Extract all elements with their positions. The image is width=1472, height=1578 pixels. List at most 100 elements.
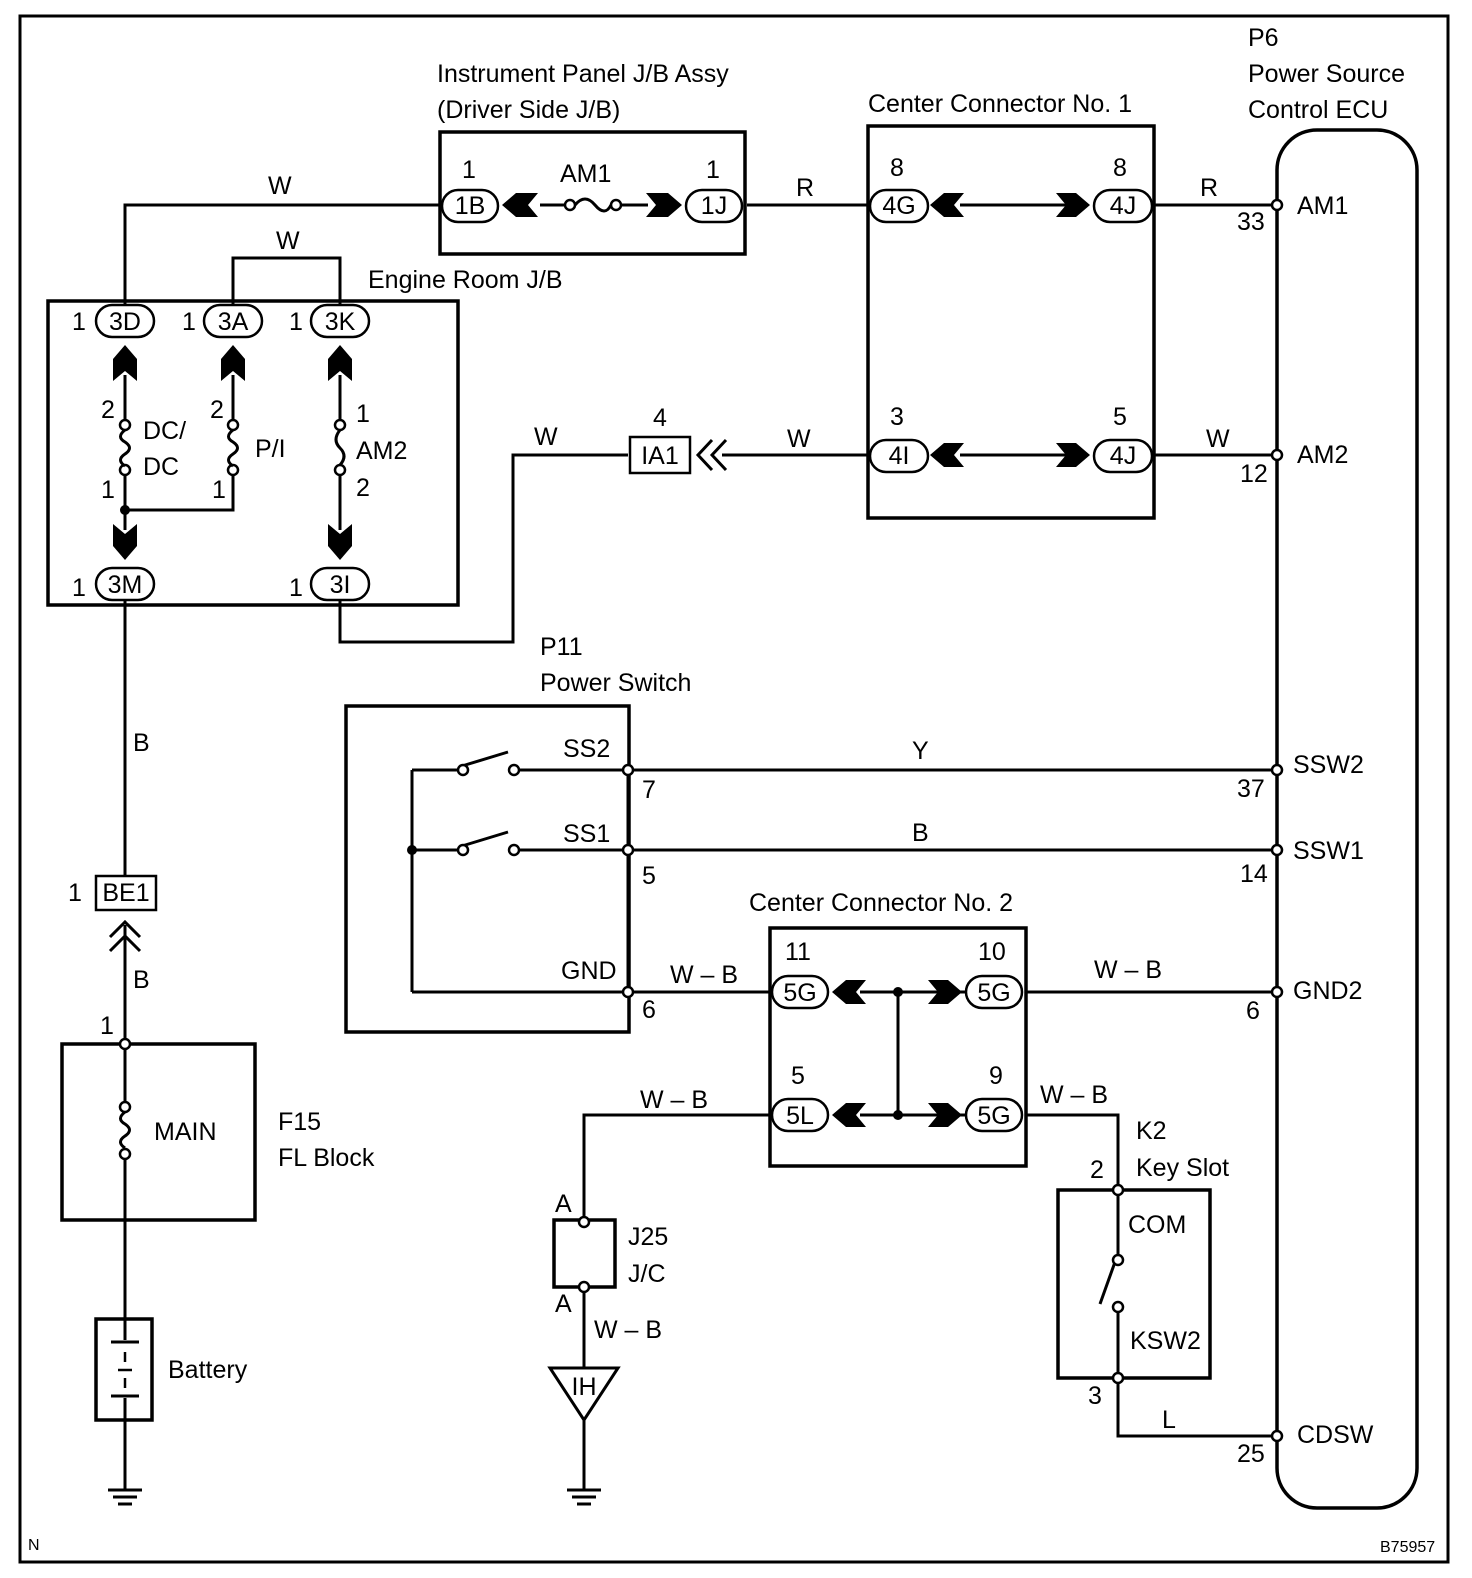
pin-ecu-am2: 12 (1240, 460, 1268, 488)
pin-1B: 1 (462, 156, 476, 184)
conn-5L: 5L (786, 1102, 814, 1130)
pin-4G: 8 (890, 154, 904, 182)
pin-IA1: 4 (653, 404, 667, 432)
erjb-box (46, 299, 460, 607)
conn-IA1: IA1 (641, 442, 679, 470)
conn-4J-bottom: 4J (1110, 442, 1136, 470)
pin-am2-top: 1 (356, 400, 370, 428)
pin-am2-bottom: 2 (356, 474, 370, 502)
ground-icon-battery (108, 1488, 142, 1506)
conn-5G-11: 5G (783, 979, 816, 1007)
battery-label: Battery (168, 1356, 248, 1384)
ecu-title-1: Power Source (1248, 60, 1405, 88)
conn-BE1: BE1 (102, 879, 149, 907)
footer-left: N (28, 1537, 40, 1554)
term-ks-ksw2: KSW2 (1130, 1327, 1201, 1355)
pin-ps-gnd: 6 (642, 996, 656, 1024)
connector-ovals (94, 188, 1154, 1133)
pin-cc2-5: 5 (791, 1062, 805, 1090)
pin-fl: 1 (100, 1012, 114, 1040)
battery-icon (94, 1317, 154, 1422)
pin-ecu-am1: 33 (1237, 208, 1265, 236)
wire-wb-gnd: W – B (670, 961, 738, 989)
wire-b-upper: B (133, 729, 150, 757)
wire-w-top: W (268, 172, 292, 200)
fuse-dc-2: DC (143, 453, 179, 481)
wire-r-2: R (1200, 174, 1218, 202)
conn-4I: 4I (889, 442, 910, 470)
pin-3A: 1 (182, 308, 196, 336)
wire-wb-9: W – B (1040, 1081, 1108, 1109)
cc2-box (768, 926, 1028, 1168)
pin-dc-top: 2 (101, 396, 115, 424)
wire-r-1: R (796, 174, 814, 202)
pin-ecu-gnd2: 6 (1246, 997, 1260, 1025)
pin-3D: 1 (72, 308, 86, 336)
term-ps-ss2: SS2 (563, 735, 610, 763)
conn-3K: 3K (325, 308, 356, 336)
fuse-am1: AM1 (560, 160, 611, 188)
wire-w-4i: W (787, 425, 811, 453)
ps-title: Power Switch (540, 669, 691, 697)
terminal-dots (118, 198, 1284, 1443)
pin-1J: 1 (706, 156, 720, 184)
conn-5G-10: 5G (977, 979, 1010, 1007)
wire-wb-5l: W – B (640, 1086, 708, 1114)
pin-3M: 1 (72, 574, 86, 602)
pin-3K: 1 (289, 308, 303, 336)
erjb-title: Engine Room J/B (368, 266, 563, 294)
fl-code: F15 (278, 1108, 321, 1136)
pin-BE1: 1 (68, 879, 82, 907)
term-ecu-am1: AM1 (1297, 192, 1348, 220)
fuse-am2: AM2 (356, 437, 407, 465)
pin-3I: 1 (289, 574, 303, 602)
conn-4G: 4G (882, 192, 915, 220)
cc1-box (866, 124, 1156, 520)
ps-code: P11 (540, 633, 583, 661)
pin-ks-com: 2 (1090, 1156, 1104, 1184)
pin-jc-a-bottom: A (555, 1290, 572, 1318)
open-chevrons (108, 438, 728, 953)
ecu-code: P6 (1248, 24, 1279, 52)
jc-box (552, 1218, 617, 1289)
wire-y: Y (912, 737, 929, 765)
term-ecu-ssw1: SSW1 (1293, 837, 1364, 865)
ecu-box (1275, 128, 1419, 1510)
wire-w-am2: W (1206, 425, 1230, 453)
fuse-pi: P/I (255, 435, 286, 463)
wire-b-ss1: B (912, 819, 929, 847)
pin-cc2-9: 9 (989, 1062, 1003, 1090)
ipjb-box (438, 130, 747, 256)
term-ecu-am2: AM2 (1297, 441, 1348, 469)
term-ks-com: COM (1128, 1211, 1186, 1239)
wire-wb-gnd2: W – B (1094, 956, 1162, 984)
cc2-title: Center Connector No. 2 (749, 889, 1013, 917)
component-boxes (46, 124, 1419, 1510)
wire-w-bridge: W (276, 227, 300, 255)
power-switch-box (344, 704, 631, 1034)
fl-block-box (60, 1042, 257, 1222)
jc-title: J/C (628, 1260, 666, 1288)
connector-arrows (113, 193, 1090, 1127)
fuses (118, 197, 648, 1161)
conn-3D: 3D (109, 308, 141, 336)
fuse-dc-1: DC/ (143, 417, 186, 445)
wire-l: L (1162, 1406, 1176, 1434)
cc1-title: Center Connector No. 1 (868, 90, 1132, 118)
footer-right: B75957 (1380, 1539, 1435, 1556)
ipjb-subtitle: (Driver Side J/B) (437, 96, 620, 124)
term-ecu-ssw2: SSW2 (1293, 751, 1364, 779)
pin-ps-ss1: 5 (642, 862, 656, 890)
diagram-border (18, 14, 1450, 1564)
conn-4J-top: 4J (1110, 192, 1136, 220)
pin-ks-ksw2: 3 (1088, 1382, 1102, 1410)
conn-5G-9: 5G (977, 1102, 1010, 1130)
pin-cc2-10: 10 (978, 938, 1006, 966)
pin-dc-bottom: 1 (101, 476, 115, 504)
wire-b-lower: B (133, 966, 150, 994)
jc-code: J25 (628, 1223, 668, 1251)
pin-ecu-ssw2: 37 (1237, 775, 1265, 803)
pin-4I: 3 (890, 403, 904, 431)
term-ecu-gnd2: GND2 (1293, 977, 1362, 1005)
